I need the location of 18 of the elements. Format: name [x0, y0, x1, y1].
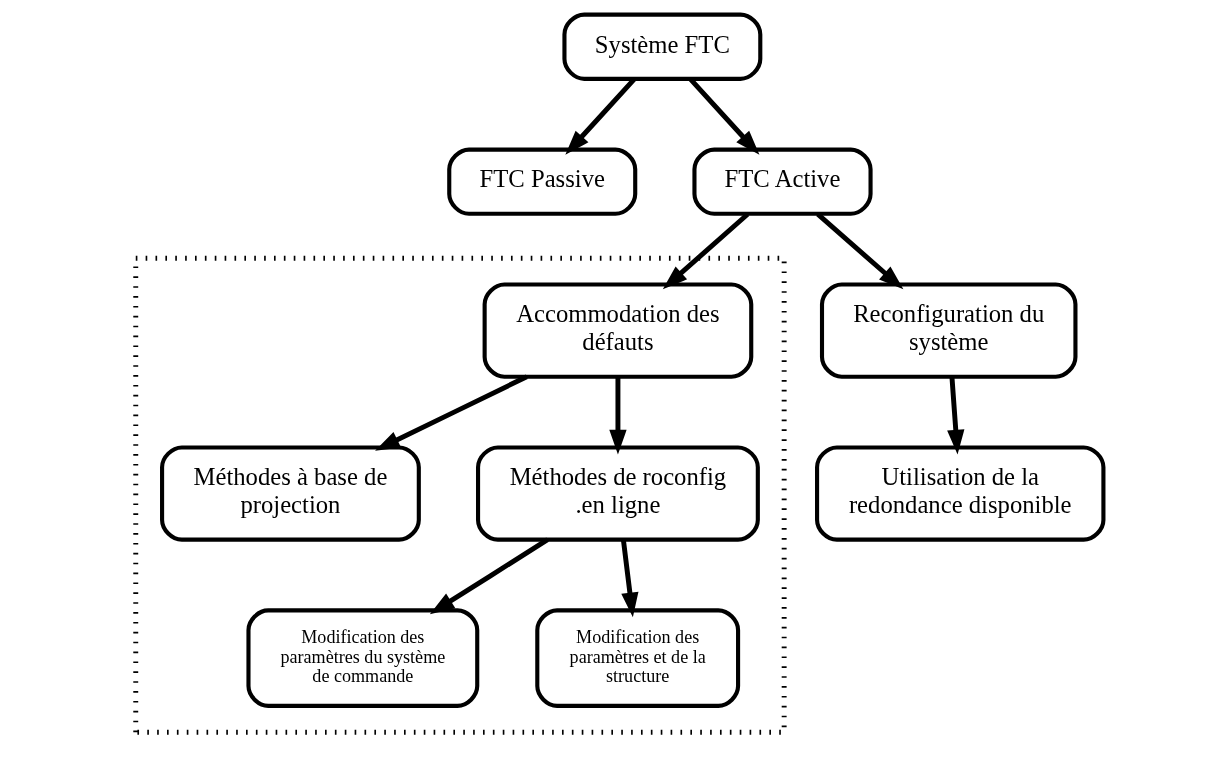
- node-box: Modification des paramètres du système de commande: [245, 608, 479, 708]
- arrow: [946, 376, 964, 455]
- node-box: Méthodes de roconfig .en ligne: [475, 445, 760, 542]
- node-box: FTC Active: [691, 147, 873, 216]
- node-box: FTC Passive: [446, 147, 637, 216]
- node-box: Modification des paramètres et de la structure: [534, 608, 740, 708]
- node-box: Utilisation de la redondance disponible: [814, 445, 1105, 542]
- arrow: [429, 537, 549, 615]
- node-box: Accommodation des défauts: [482, 282, 753, 379]
- cluster: [132, 255, 787, 735]
- arrow: [374, 374, 528, 451]
- node-box: Méthodes à base de projection: [159, 445, 421, 542]
- node-box: Reconfiguration du système: [819, 282, 1077, 379]
- node-box: Système FTC: [561, 12, 762, 81]
- arrow: [662, 212, 749, 290]
- arrow: [815, 212, 903, 290]
- arrow: [608, 376, 627, 455]
- arrow: [620, 539, 638, 618]
